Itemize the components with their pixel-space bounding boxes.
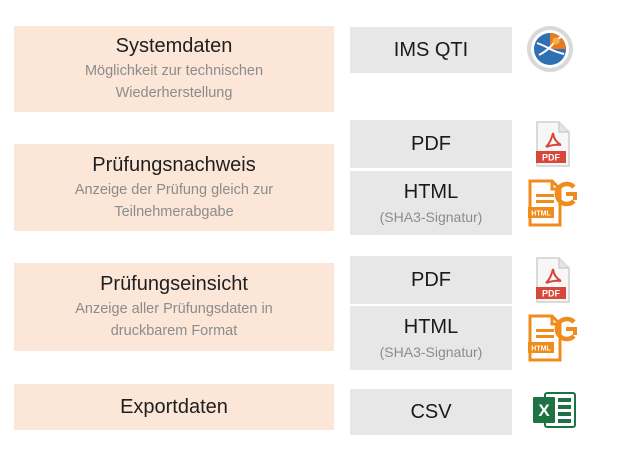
format-pdf: PDF [350,256,512,304]
globe-icon [527,26,573,72]
description-line: druckbarem Format [110,323,238,339]
excel-icon: X [533,392,576,428]
html-file-icon: HTML [528,314,577,362]
category-systemdaten: Systemdaten Möglichkeit zur technischen … [14,26,334,112]
pdf-file-icon: PDF [536,257,570,303]
format-pdf: PDF [350,120,512,168]
description-line: Möglichkeit zur technischen [84,63,264,79]
format-name: HTML [403,315,459,338]
category-description: Anzeige aller Prüfungsdaten in druckbare… [75,298,273,342]
description-line: Anzeige aller Prüfungsdaten in [75,301,273,317]
description-line: Anzeige der Prüfung gleich zur [74,181,274,198]
description-line: Wiederherstellung [115,85,233,101]
category-description: Möglichkeit zur technischen Wiederherste… [85,60,263,104]
category-title: Prüfungseinsicht [100,273,248,295]
html-icon-label: HTML [531,211,551,218]
category-pruefungsnachweis: Prüfungsnachweis Anzeige der Prüfung gle… [14,144,334,231]
format-name: HTML [403,180,459,203]
category-title: Systemdaten [115,35,233,57]
category-description: Anzeige der Prüfung gleich zur Teilnehme… [75,179,273,223]
format-html: HTML (SHA3-Signatur) [350,306,512,370]
format-ims-qti: IMS QTI [350,27,512,73]
category-exportdaten: Exportdaten [14,384,334,430]
html-file-icon: HTML [528,179,577,227]
category-title: Prüfungsnachweis [92,153,256,176]
format-subtitle: (SHA3-Signatur) [379,208,483,225]
category-title: Exportdaten [120,396,228,418]
format-name: IMS QTI [393,39,469,61]
format-subtitle: (SHA3-Signatur) [379,343,483,360]
format-html: HTML (SHA3-Signatur) [350,171,512,235]
html-icon-label: HTML [531,346,551,353]
format-csv: CSV [350,389,512,435]
category-pruefungseinsicht: Prüfungseinsicht Anzeige aller Prüfungsd… [14,263,334,351]
pdf-file-icon: PDF [536,121,570,167]
description-line: Teilnehmerabgabe [114,203,234,220]
format-name: PDF [411,133,451,155]
pdf-icon-label: PDF [542,289,561,299]
format-name: CSV [410,401,452,423]
pdf-icon-label: PDF [542,153,561,163]
format-name: PDF [411,269,451,291]
excel-icon-label: X [538,401,550,420]
